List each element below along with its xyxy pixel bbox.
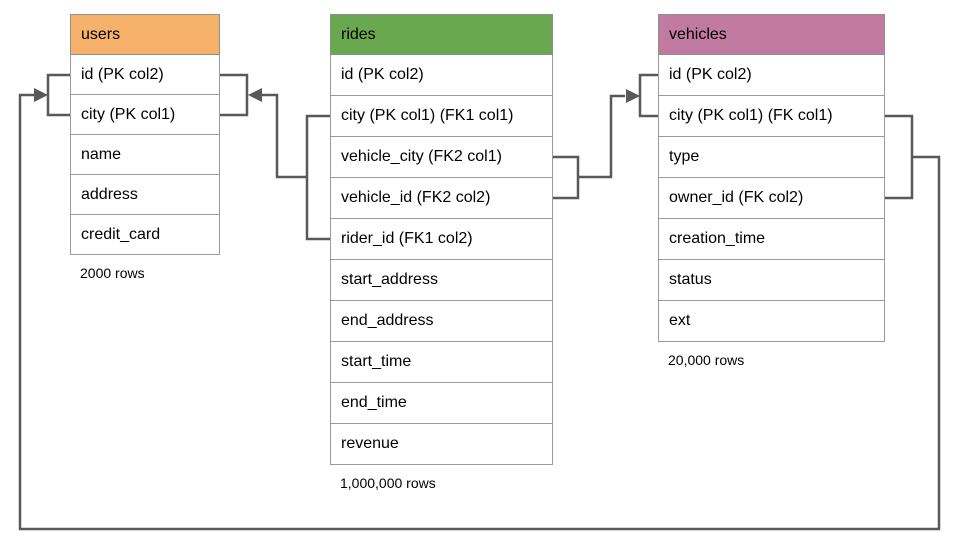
table-vehicles-row-count: 20,000 rows bbox=[668, 352, 745, 368]
column-row: ext bbox=[658, 301, 885, 342]
column-row: end_time bbox=[330, 383, 553, 424]
column-row: start_time bbox=[330, 342, 553, 383]
column-row: id (PK col2) bbox=[330, 55, 553, 96]
users-pk-left-bracket bbox=[46, 73, 70, 117]
column-row: status bbox=[658, 260, 885, 301]
table-vehicles-columns: id (PK col2)city (PK col1) (FK col1)type… bbox=[658, 55, 885, 342]
arrowhead-into-users-right bbox=[248, 88, 262, 102]
table-users-row-count: 2000 rows bbox=[80, 265, 145, 281]
column-row: city (PK col1) bbox=[70, 95, 220, 135]
table-users-header: users bbox=[70, 14, 220, 55]
users-pk-right-bracket bbox=[220, 73, 249, 117]
table-rides: rides id (PK col2)city (PK col1) (FK1 co… bbox=[330, 14, 553, 491]
rides-fk1-bracket bbox=[305, 114, 330, 241]
vehicles-fk-link-line bbox=[18, 93, 941, 531]
column-row: rider_id (FK1 col2) bbox=[330, 219, 553, 260]
rides-fk2-bracket bbox=[553, 155, 580, 200]
column-row: id (PK col2) bbox=[658, 55, 885, 96]
column-row: owner_id (FK col2) bbox=[658, 178, 885, 219]
column-row: credit_card bbox=[70, 215, 220, 255]
column-row: name bbox=[70, 135, 220, 175]
column-row: city (PK col1) (FK1 col1) bbox=[330, 96, 553, 137]
column-row: city (PK col1) (FK col1) bbox=[658, 96, 885, 137]
connector-vehicles-to-users bbox=[18, 73, 941, 531]
vehicles-fk-bracket bbox=[885, 114, 914, 200]
column-row: start_address bbox=[330, 260, 553, 301]
rides-fk2-link-line bbox=[578, 94, 625, 179]
column-row: end_address bbox=[330, 301, 553, 342]
connector-rides-to-users bbox=[220, 73, 330, 241]
rides-fk1-link-line bbox=[261, 93, 307, 179]
column-row: creation_time bbox=[658, 219, 885, 260]
column-row: vehicle_id (FK2 col2) bbox=[330, 178, 553, 219]
table-vehicles-header: vehicles bbox=[658, 14, 885, 55]
arrowhead-into-users-left bbox=[34, 88, 48, 102]
column-row: address bbox=[70, 175, 220, 215]
column-row: vehicle_city (FK2 col1) bbox=[330, 137, 553, 178]
column-row: revenue bbox=[330, 424, 553, 465]
column-row: type bbox=[658, 137, 885, 178]
column-row: id (PK col2) bbox=[70, 55, 220, 95]
table-vehicles: vehicles id (PK col2)city (PK col1) (FK … bbox=[658, 14, 885, 368]
table-rides-columns: id (PK col2)city (PK col1) (FK1 col1)veh… bbox=[330, 55, 553, 465]
arrowhead-into-vehicles-left bbox=[626, 89, 640, 103]
vehicles-pk-left-bracket bbox=[638, 73, 658, 118]
table-rides-header: rides bbox=[330, 14, 553, 55]
table-rides-row-count: 1,000,000 rows bbox=[340, 475, 436, 491]
connector-rides-to-vehicles bbox=[553, 73, 658, 200]
